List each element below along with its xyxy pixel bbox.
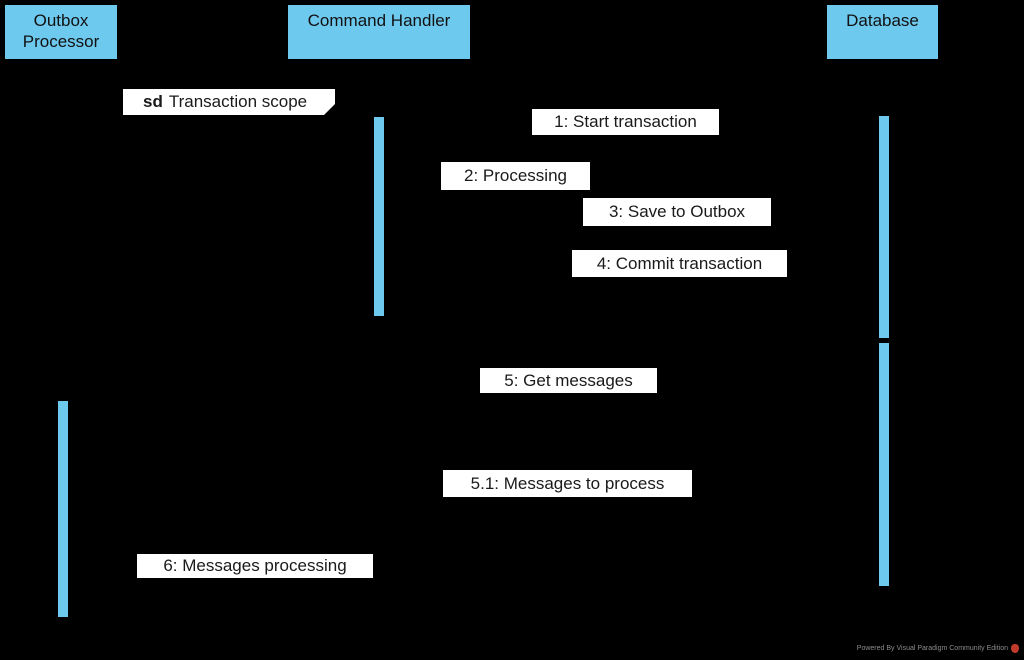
message-label-commit-transaction: 4: Commit transaction — [572, 250, 787, 277]
activation-bar-database-2 — [878, 342, 890, 587]
message-label-processing: 2: Processing — [441, 162, 590, 190]
message-label-messages-processing: 6: Messages processing — [137, 554, 373, 578]
message-label-save-to-outbox: 3: Save to Outbox — [583, 198, 771, 226]
lifeline-head-database: Database — [825, 3, 940, 61]
message-label-start-transaction: 1: Start transaction — [532, 109, 719, 135]
visual-paradigm-logo-icon — [1011, 644, 1019, 653]
activation-bar-outbox-processor — [57, 400, 69, 618]
watermark: Powered By Visual Paradigm Community Edi… — [857, 643, 1019, 654]
message-label-messages-to-process: 5.1: Messages to process — [443, 470, 692, 497]
watermark-text: Powered By Visual Paradigm Community Edi… — [856, 645, 1008, 652]
fragment-keyword: sd — [143, 92, 163, 111]
activation-bar-database-1 — [878, 115, 890, 339]
lifeline-head-command-handler: Command Handler — [286, 3, 472, 61]
message-label-get-messages: 5: Get messages — [480, 368, 657, 393]
fragment-name: Transaction scope — [168, 92, 308, 111]
lifeline-head-outbox-processor: Outbox Processor — [3, 3, 119, 61]
activation-bar-command-handler — [373, 116, 385, 317]
fragment-label-transaction-scope: sd Transaction scope — [123, 89, 335, 115]
